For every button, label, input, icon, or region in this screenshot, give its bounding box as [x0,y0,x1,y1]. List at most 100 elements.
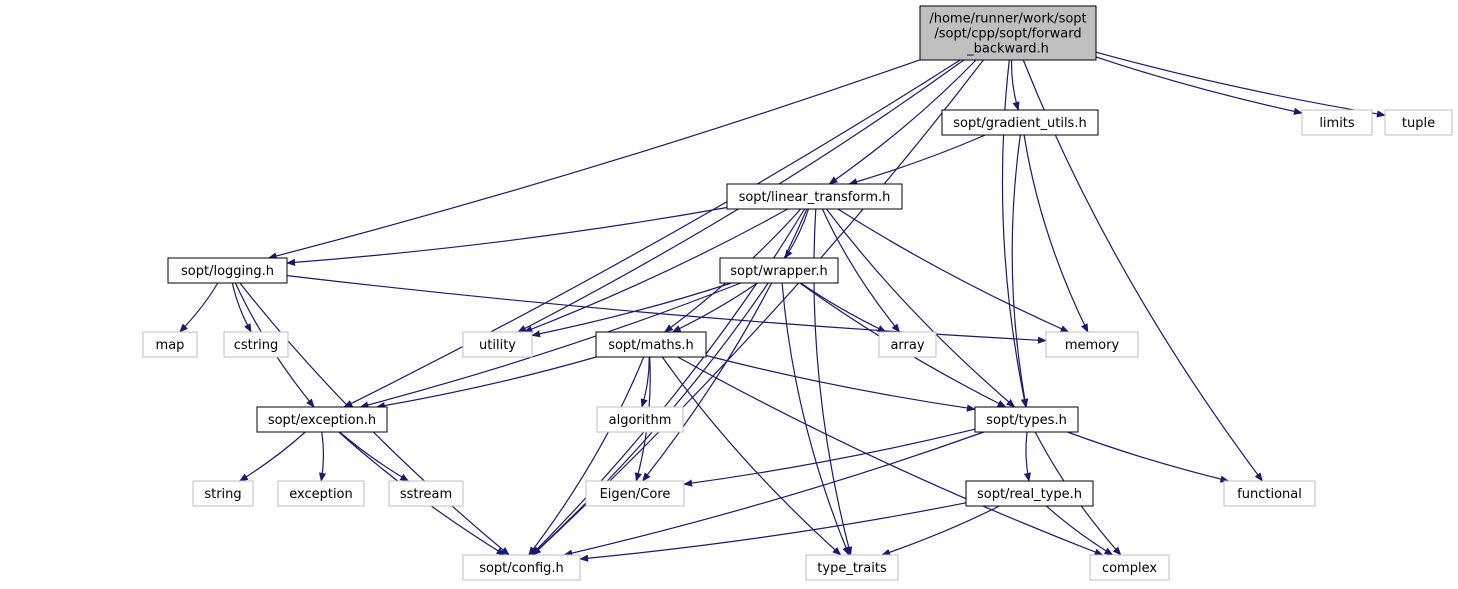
node-box [1223,480,1316,507]
node-box [596,406,684,433]
node-box [192,480,254,507]
node-label: sopt/logging.h [181,264,274,279]
node-box [719,257,839,284]
edge-logging-to-map [179,282,219,333]
node-label: exception [289,487,353,502]
node-wrapper[interactable]: sopt/wrapper.h [719,257,839,284]
node-box [595,331,707,358]
node-box [388,480,464,507]
node-logging[interactable]: sopt/logging.h [167,257,288,284]
edge-types-to-eigen_core [683,428,976,487]
node-label: algorithm [609,413,672,428]
node-root[interactable]: /home/runner/work/sopt/sopt/cpp/sopt/for… [919,5,1097,61]
edge-linear_transform-to-array [821,208,901,333]
edge-root-to-logging [267,59,921,260]
node-types[interactable]: sopt/types.h [974,406,1079,433]
edge-root-to-gradient_utils [1010,59,1020,111]
node-box [1384,109,1453,136]
edge-exception-to-string [238,431,306,482]
node-label: sopt/maths.h [608,338,694,353]
node-label: Eigen/Core [600,487,671,502]
edge-maths-to-algorithm [640,356,650,408]
node-label: string [204,487,241,502]
node-exception-std: exception [277,480,365,507]
node-array: array [878,331,937,358]
edge-exception-to-sstream [339,431,410,482]
edge-types-to-real_type [1023,431,1031,482]
node-label: _backward.h [966,42,1049,57]
node-box [1045,331,1139,358]
node-gradient-utils[interactable]: sopt/gradient_utils.h [941,109,1099,136]
node-map: map [142,331,198,358]
node-label: tuple [1402,116,1435,131]
node-label: map [156,338,185,353]
edge-real_type-to-type_traits [881,505,1000,556]
node-memory: memory [1045,331,1139,358]
edge-root-to-tuple [1095,51,1386,118]
edge-types-to-functional [1067,431,1230,483]
node-real-type[interactable]: sopt/real_type.h [965,480,1094,507]
node-label: utility [479,338,516,353]
node-eigen-core: Eigen/Core [585,480,685,507]
node-linear-transform[interactable]: sopt/linear_transform.h [726,183,903,210]
node-box [585,480,685,507]
node-label: /sopt/cpp/sopt/forward [934,27,1081,42]
edge-wrapper-to-utility [531,282,732,338]
node-label: sopt/gradient_utils.h [953,116,1086,131]
edge-maths-to-type_traits [661,356,842,556]
nodes-layer: /home/runner/work/sopt/sopt/cpp/sopt/for… [142,5,1453,581]
edge-wrapper-to-array [800,282,887,333]
node-box [1089,554,1170,581]
edge-root-to-exception [343,59,961,408]
node-label: sopt/real_type.h [977,487,1082,502]
edge-real_type-to-config [579,502,967,562]
edge-real_type-to-complex [1046,505,1114,556]
node-box [277,480,365,507]
edge-maths-to-config [528,356,645,556]
edges-layer [179,51,1386,562]
node-complex: complex [1089,554,1170,581]
edge-exception-to-exception_std [319,431,327,482]
edge-maths-to-exception [375,356,597,410]
edge-linear_transform-to-types [825,208,1016,408]
node-exception[interactable]: sopt/exception.h [256,406,388,433]
node-box [919,5,1097,61]
edge-logging-to-cstring [231,282,252,333]
node-label: type_traits [817,561,887,576]
node-label: memory [1065,338,1120,353]
node-config: sopt/config.h [462,554,581,581]
edge-root-to-linear_transform [828,59,977,185]
node-type-traits: type_traits [805,554,899,581]
edge-linear_transform-to-type_traits [813,208,853,556]
node-box [878,331,937,358]
node-box [256,406,388,433]
edge-gradient_utils-to-types [1011,134,1029,408]
edge-wrapper-to-exception [359,282,741,409]
edge-root-to-limits [1095,56,1303,115]
edge-wrapper-to-type_traits [781,282,850,556]
node-limits: limits [1301,109,1373,136]
node-box [167,257,288,284]
node-tuple: tuple [1384,109,1453,136]
node-functional: functional [1223,480,1316,507]
edge-maths-to-types [705,354,976,412]
edge-types-to-config [563,431,985,557]
edge-linear_transform-to-logging [286,206,728,266]
node-label: sopt/config.h [479,561,564,576]
node-box [941,109,1099,136]
node-maths[interactable]: sopt/maths.h [595,331,707,358]
edge-wrapper-to-maths [671,282,758,333]
node-label: sopt/exception.h [268,413,376,428]
node-label: sstream [400,487,452,502]
node-label: functional [1237,487,1302,502]
edge-linear_transform-to-wrapper [784,208,810,259]
node-utility: utility [462,331,533,358]
node-box [462,554,581,581]
edge-linear_transform-to-utility [523,208,788,333]
node-box [974,406,1079,433]
node-box [1301,109,1373,136]
node-label: limits [1319,116,1355,131]
edge-maths-to-complex [677,356,1104,556]
edge-root-to-types [1001,59,1028,408]
edge-gradient_utils-to-linear_transform [848,134,986,186]
